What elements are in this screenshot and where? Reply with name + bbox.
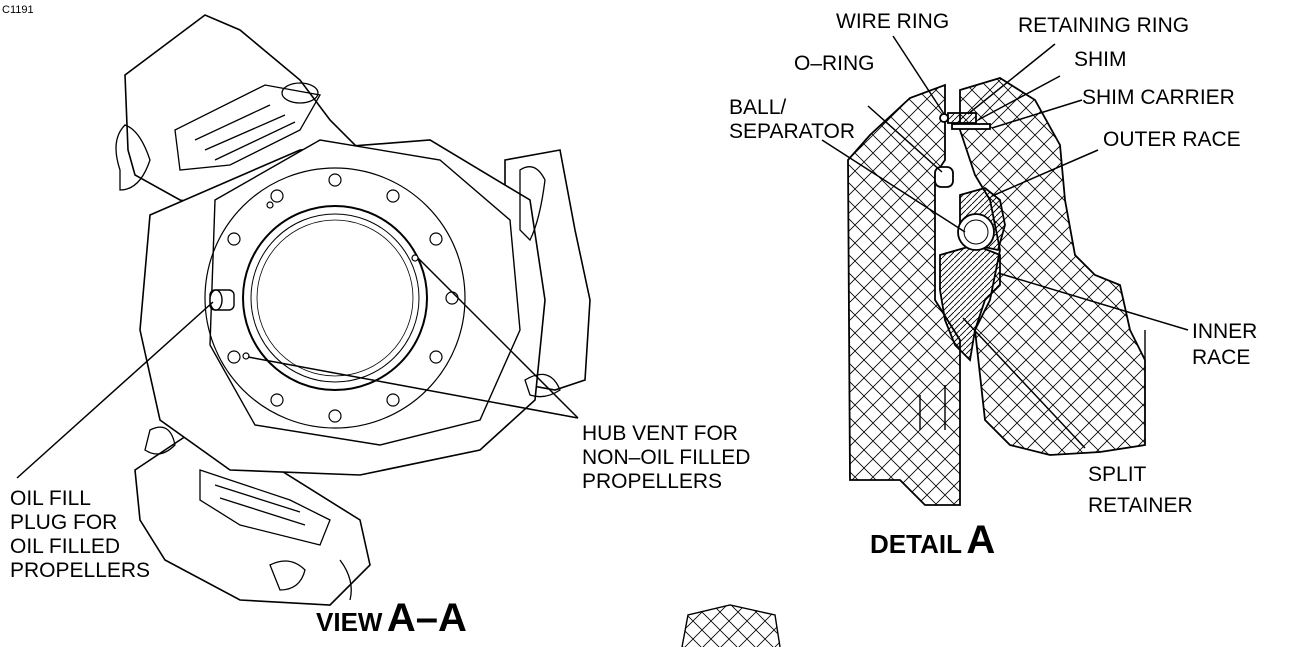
split-retainer-label-line-1: SPLIT: [1088, 463, 1147, 486]
partial-section-fragment: [681, 604, 781, 647]
detail-parts: [934, 112, 995, 251]
detail-edges: [919, 330, 1146, 430]
ball-separator-label-line-1: BALL/: [729, 96, 787, 119]
oil-fill-label-line-3: OIL FILLED: [10, 535, 121, 558]
view-title-prefix: VIEW: [316, 607, 383, 637]
outer-race-label: OUTER RACE: [1103, 128, 1241, 151]
hub-vent-label-line-3: PROPELLERS: [582, 470, 723, 493]
wire-ring-label: WIRE RING: [836, 10, 950, 33]
inner-race-label-line-1: INNER: [1192, 320, 1258, 343]
shim-label: SHIM: [1074, 48, 1127, 71]
view-title-letter: A–A: [386, 596, 467, 640]
oil-fill-label-line-2: PLUG FOR: [10, 511, 118, 534]
hub-vent-label-line-1: HUB VENT FOR: [582, 422, 738, 445]
retaining-ring-label: RETAINING RING: [1018, 14, 1190, 37]
oil-fill-label-line-4: PROPELLERS: [10, 559, 151, 582]
detail-title: DETAIL A: [870, 518, 995, 563]
inner-race-label-line-2: RACE: [1192, 346, 1251, 369]
hub-vent-label-line-2: NON–OIL FILLED: [582, 446, 751, 469]
detail-section: [847, 77, 1146, 506]
detail-leader-lines: [821, 35, 1189, 449]
shim-carrier-label: SHIM CARRIER: [1082, 86, 1235, 109]
detail-title-prefix: DETAIL: [870, 529, 962, 559]
blade-clamps: [115, 82, 561, 601]
oil-fill-plug-part: [209, 289, 235, 311]
detail-title-letter: A: [966, 518, 996, 562]
ball-separator-label-line-2: SEPARATOR: [729, 120, 856, 143]
bolt-flange: [204, 167, 466, 429]
figure-code: C1191: [2, 4, 34, 16]
view-title: VIEW A–A: [316, 596, 467, 641]
split-retainer-label-line-2: RETAINER: [1088, 494, 1193, 517]
view-leader-lines: [16, 257, 579, 479]
oil-fill-label-line-1: OIL FILL: [10, 487, 91, 510]
o-ring-label: O–RING: [794, 52, 875, 75]
